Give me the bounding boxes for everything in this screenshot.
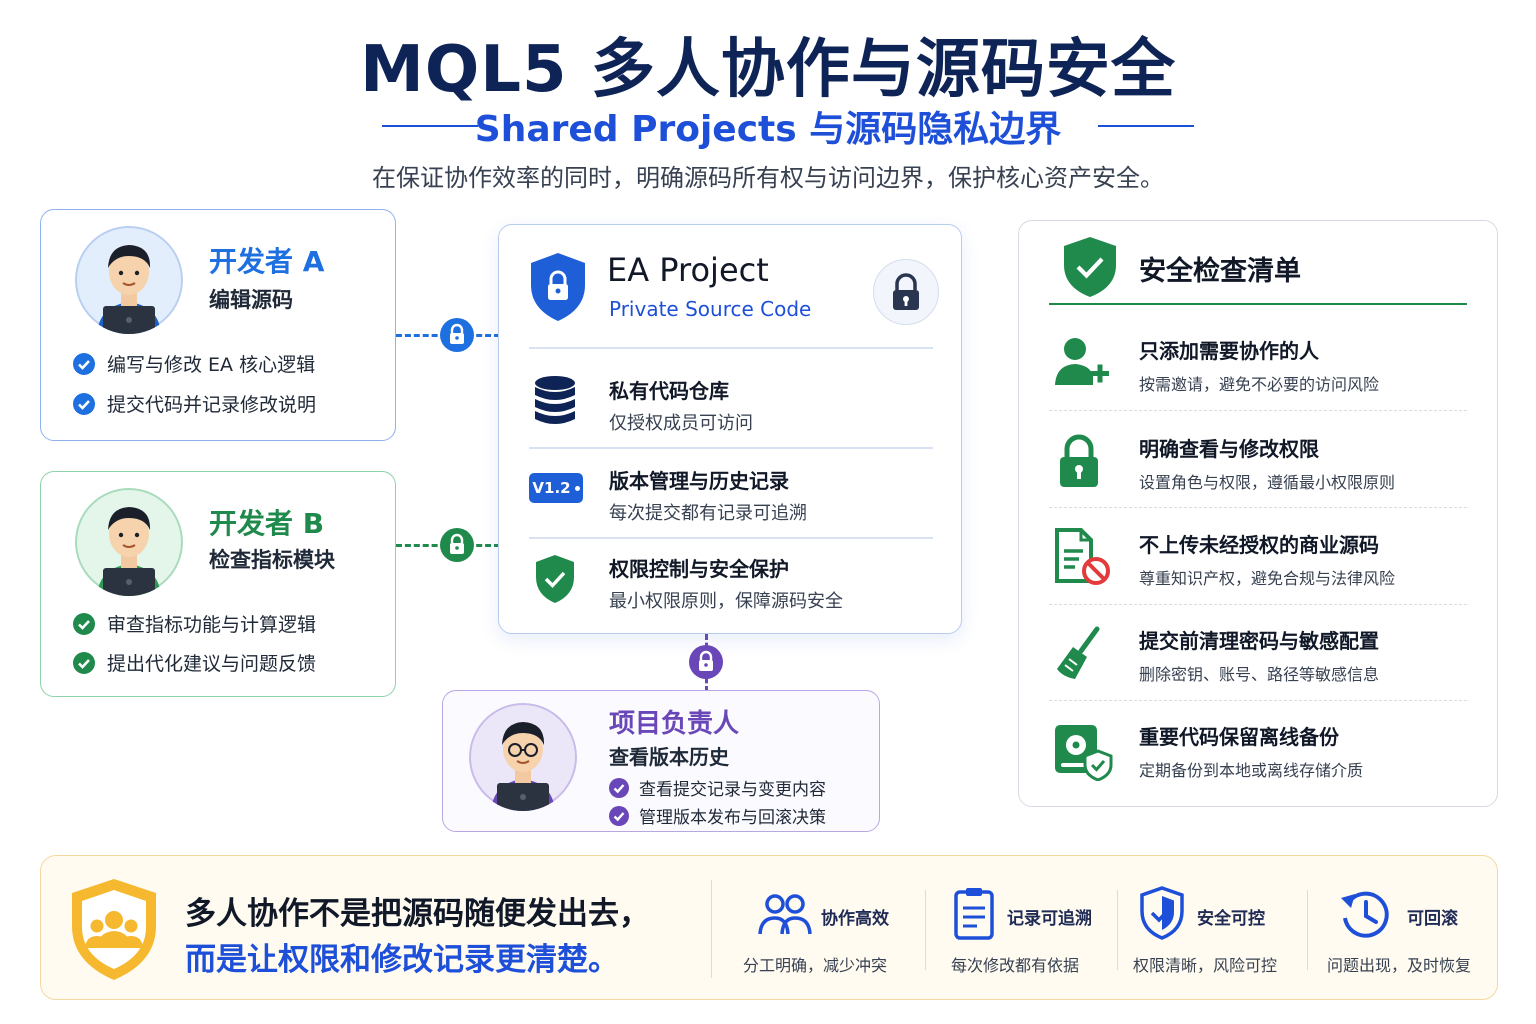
database-icon xyxy=(533,375,577,427)
lock-icon xyxy=(440,528,474,562)
project-lead-bullet: 管理版本发布与回滚决策 xyxy=(609,803,826,828)
developer-b-bullet: 提出代化建议与问题反馈 xyxy=(73,649,316,676)
check-icon xyxy=(73,651,95,674)
ea-project-subtitle: Private Source Code xyxy=(609,297,812,321)
lock-icon xyxy=(689,645,723,679)
developer-a-card: 开发者 A 编辑源码 编写与修改 EA 核心逻辑 提交代码并记录修改说明 xyxy=(40,209,396,441)
team-icon xyxy=(757,894,813,938)
check-icon xyxy=(609,805,629,826)
project-row-desc: 最小权限原则，保障源码安全 xyxy=(609,591,843,612)
no-document-icon xyxy=(1053,527,1111,587)
checklist-title-rule xyxy=(1049,303,1467,305)
divider xyxy=(529,447,933,449)
developer-a-bullet: 编写与修改 EA 核心逻辑 xyxy=(73,350,315,377)
history-icon xyxy=(1339,888,1391,940)
bottom-message-line-2: 而是让权限和修改记录更清楚。 xyxy=(185,942,619,978)
ea-project-title: EA Project xyxy=(607,251,769,289)
checklist-item-desc: 定期备份到本地或离线存储介质 xyxy=(1139,761,1364,780)
developer-b-title: 开发者 B xyxy=(209,507,325,540)
developer-b-role: 检查指标模块 xyxy=(209,548,335,572)
project-row-title: 版本管理与历史记录 xyxy=(609,469,789,493)
developer-b-bullet: 审查指标功能与计算逻辑 xyxy=(73,610,316,637)
version-tag-icon: V1.2 xyxy=(529,473,583,503)
team-shield-icon xyxy=(67,876,161,984)
checklist-item-title: 重要代码保留离线备份 xyxy=(1139,725,1339,749)
add-user-icon xyxy=(1053,335,1109,391)
developer-a-avatar xyxy=(75,226,183,334)
padlock-icon xyxy=(873,259,939,325)
checklist-item-desc: 按需邀请，避免不必要的访问风险 xyxy=(1139,375,1380,394)
divider xyxy=(1049,604,1467,605)
checklist-item-title: 提交前清理密码与敏感配置 xyxy=(1139,629,1379,653)
lock-icon xyxy=(1057,433,1101,489)
ea-project-card: EA Project Private Source Code 私有代码仓库 仅授… xyxy=(498,224,962,634)
shield-check-icon xyxy=(533,553,577,605)
security-checklist-card: 安全检查清单 只添加需要协作的人 按需邀请，避免不必要的访问风险 明确查看与修改… xyxy=(1018,220,1498,807)
feature-title: 记录可追溯 xyxy=(1007,909,1092,929)
feature-desc: 问题出现，及时恢复 xyxy=(1327,956,1472,975)
developer-a-title: 开发者 A xyxy=(209,245,325,278)
project-lead-card: 项目负责人 查看版本历史 查看提交记录与变更内容 管理版本发布与回滚决策 xyxy=(442,690,880,832)
project-row-title: 私有代码仓库 xyxy=(609,379,729,403)
shield-check-icon xyxy=(1061,235,1119,299)
page-tagline: 在保证协作效率的同时，明确源码所有权与访问边界，保护核心资产安全。 xyxy=(372,164,1164,192)
project-lead-title: 项目负责人 xyxy=(609,709,740,739)
checklist-item-desc: 删除密钥、账号、路径等敏感信息 xyxy=(1139,665,1380,684)
feature-title: 协作高效 xyxy=(821,909,889,929)
divider xyxy=(1049,507,1467,508)
divider xyxy=(529,347,933,349)
project-row-desc: 每次提交都有记录可追溯 xyxy=(609,503,807,524)
project-lead-role: 查看版本历史 xyxy=(609,745,729,769)
developer-a-role: 编辑源码 xyxy=(209,288,293,312)
divider xyxy=(1049,700,1467,701)
checklist-item-title: 不上传未经授权的商业源码 xyxy=(1139,533,1379,557)
feature-desc: 权限清晰，风险可控 xyxy=(1133,956,1278,975)
feature-desc: 分工明确，减少冲突 xyxy=(743,956,888,975)
divider xyxy=(1049,410,1467,411)
checklist-item-desc: 尊重知识产权，避免合规与法律风险 xyxy=(1139,569,1396,588)
feature-desc: 每次修改都有依据 xyxy=(951,956,1080,975)
subtitle-rule-right xyxy=(1098,125,1194,127)
subtitle-rule-left xyxy=(382,125,478,127)
developer-b-card: 开发者 B 检查指标模块 审查指标功能与计算逻辑 提出代化建议与问题反馈 xyxy=(40,471,396,697)
developer-b-avatar xyxy=(75,488,183,596)
bottom-banner: 多人协作不是把源码随便发出去， 而是让权限和修改记录更清楚。 协作高效 分工明确… xyxy=(40,855,1498,1000)
project-row-desc: 仅授权成员可访问 xyxy=(609,413,753,434)
developer-a-bullet: 提交代码并记录修改说明 xyxy=(73,390,316,417)
page-title: MQL5 多人协作与源码安全 xyxy=(360,33,1176,107)
project-lead-bullet: 查看提交记录与变更内容 xyxy=(609,775,826,800)
feature-title: 可回滚 xyxy=(1407,909,1458,929)
check-icon xyxy=(609,777,629,798)
check-icon xyxy=(73,352,95,375)
check-icon xyxy=(73,392,95,415)
checklist-item-title: 明确查看与修改权限 xyxy=(1139,437,1319,461)
check-icon xyxy=(73,612,95,635)
feature-title: 安全可控 xyxy=(1197,909,1265,929)
backup-drive-icon xyxy=(1053,721,1113,782)
divider xyxy=(1307,890,1308,970)
checklist-title: 安全检查清单 xyxy=(1139,256,1301,287)
shield-icon xyxy=(1139,886,1185,940)
checklist-item-desc: 设置角色与权限，遵循最小权限原则 xyxy=(1139,473,1396,492)
divider xyxy=(711,880,712,978)
lock-icon xyxy=(440,318,474,352)
checklist-item-title: 只添加需要协作的人 xyxy=(1139,339,1319,363)
project-lead-avatar xyxy=(469,703,577,811)
divider xyxy=(925,890,926,970)
divider xyxy=(529,537,933,539)
divider xyxy=(1117,890,1118,970)
clipboard-icon xyxy=(953,886,995,940)
project-row-title: 权限控制与安全保护 xyxy=(609,557,789,581)
page-subtitle: Shared Projects 与源码隐私边界 xyxy=(474,109,1062,150)
shield-lock-icon xyxy=(527,251,589,323)
bottom-message-line-1: 多人协作不是把源码随便发出去， xyxy=(185,896,650,932)
broom-icon xyxy=(1053,625,1105,683)
